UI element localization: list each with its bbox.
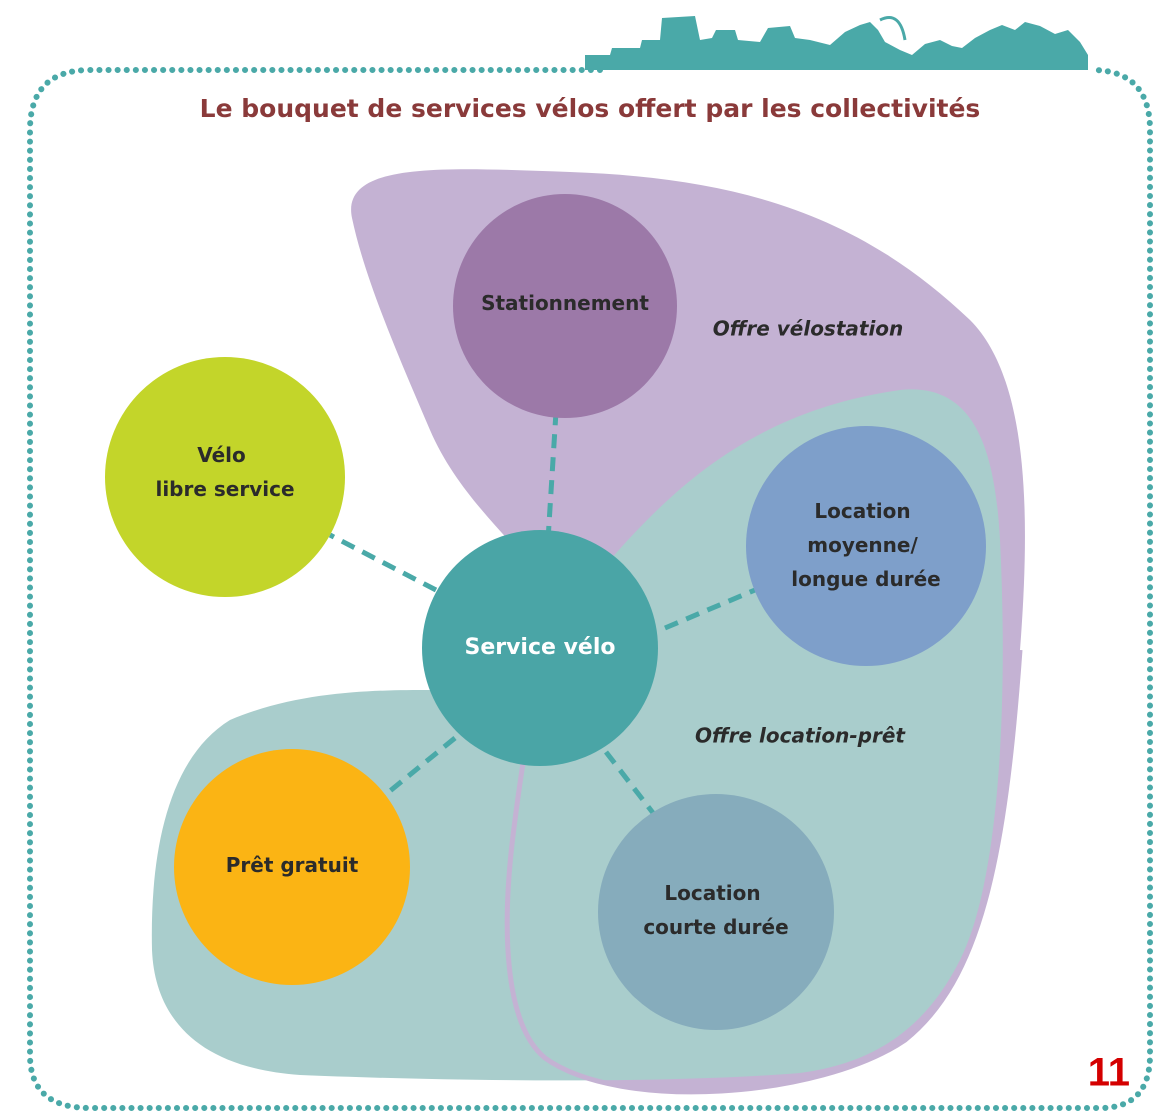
connector-libre-service	[328, 532, 438, 593]
node-libre-service-label: Vélo libre service	[155, 443, 294, 501]
node-pret-gratuit-circle	[174, 749, 410, 985]
dotted-border-frame	[27, 67, 1153, 1111]
connector-courte-duree	[604, 750, 662, 824]
connectors	[328, 411, 756, 824]
node-moyenne-duree-line-3: longue durée	[791, 567, 940, 591]
diagram-title: Le bouquet de services vélos offert par …	[200, 94, 981, 123]
node-moyenne-longue-duree: Location moyenne/ longue durée	[746, 426, 986, 666]
node-courte-duree-line-2: courte durée	[643, 915, 788, 939]
node-libre-service-circle	[105, 357, 345, 597]
node-service-velo-line-1: Service vélo	[464, 635, 615, 660]
region-label-velostation: Offre vélostation	[713, 317, 904, 341]
connector-pret-gratuit	[383, 736, 457, 797]
node-courte-duree-label: Location courte durée	[643, 881, 788, 939]
node-stationnement-circle	[453, 194, 677, 418]
node-moyenne-duree-line-1: Location	[814, 499, 910, 523]
node-courte-duree-circle	[598, 794, 834, 1030]
node-courte-duree-line-1: Location	[664, 881, 760, 905]
node-service-velo-circle	[422, 530, 658, 766]
node-moyenne-duree-circle	[746, 426, 986, 666]
node-stationnement-line-1: Stationnement	[481, 291, 649, 315]
node-moyenne-duree-line-2: moyenne/	[807, 533, 918, 557]
node-pret-gratuit-label: Prêt gratuit	[226, 853, 359, 877]
node-libre-service-line-2: libre service	[155, 477, 294, 501]
page-number: 11	[1088, 1051, 1130, 1095]
region-label-location-pret: Offre location-prêt	[695, 724, 906, 748]
node-moyenne-duree-label: Location moyenne/ longue durée	[791, 499, 940, 591]
city-skyline-icon	[585, 16, 1088, 70]
node-service-velo-label: Service vélo	[464, 635, 615, 660]
node-stationnement-label: Stationnement	[481, 291, 649, 315]
node-courte-duree: Location courte durée	[598, 794, 834, 1030]
node-libre-service-line-1: Vélo	[197, 443, 246, 467]
node-pret-gratuit: Prêt gratuit	[174, 749, 410, 985]
node-stationnement: Stationnement	[453, 194, 677, 418]
connector-moyenne-duree	[664, 587, 756, 631]
node-pret-gratuit-line-1: Prêt gratuit	[226, 853, 359, 877]
node-libre-service: Vélo libre service	[105, 357, 345, 597]
node-service-velo: Service vélo	[422, 530, 658, 766]
